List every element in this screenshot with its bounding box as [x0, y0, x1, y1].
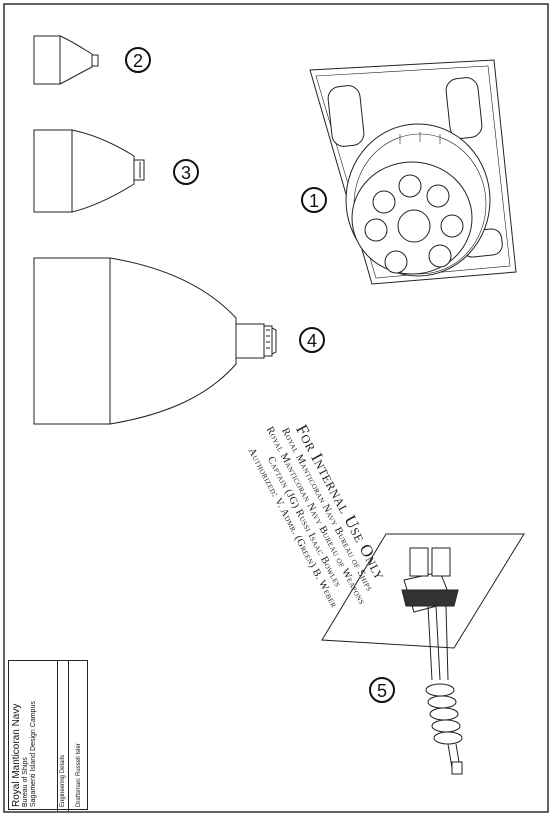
cylinder-ring [364, 174, 464, 274]
part-4-nozzle [33, 257, 277, 425]
part-3-nozzle [33, 129, 145, 213]
spring-coils [425, 683, 463, 745]
sheet-border [3, 3, 549, 813]
callout-4: 4 [299, 327, 325, 353]
callout-1: 1 [301, 187, 327, 213]
title-campus: Sagamenti Island Design Campus [30, 701, 37, 807]
part-2-nozzle [33, 35, 99, 85]
title-bureau: Bureau of Ships [22, 757, 29, 807]
callout-1-label: 1 [309, 191, 319, 211]
part-5-launcher-assembly [321, 533, 525, 775]
part-1-mount-assembly [309, 59, 517, 285]
title-block: Royal Manticoran Navy Bureau of Ships Sa… [8, 660, 89, 811]
callout-2-label: 2 [133, 51, 143, 71]
title-section: Engineering Details [57, 661, 69, 811]
callout-5: 5 [369, 677, 395, 703]
callout-4-label: 4 [307, 331, 317, 351]
callout-3: 3 [173, 159, 199, 185]
callout-5-label: 5 [377, 681, 387, 701]
title-block-content: Royal Manticoran Navy Bureau of Ships Sa… [9, 661, 89, 811]
title-org: Royal Manticoran Navy [11, 703, 22, 807]
callout-2: 2 [125, 47, 151, 73]
title-block-header: Royal Manticoran Navy Bureau of Ships Sa… [11, 661, 38, 811]
title-draftsman: Draftsman: Russell Isler [76, 743, 82, 807]
callout-3-label: 3 [181, 163, 191, 183]
